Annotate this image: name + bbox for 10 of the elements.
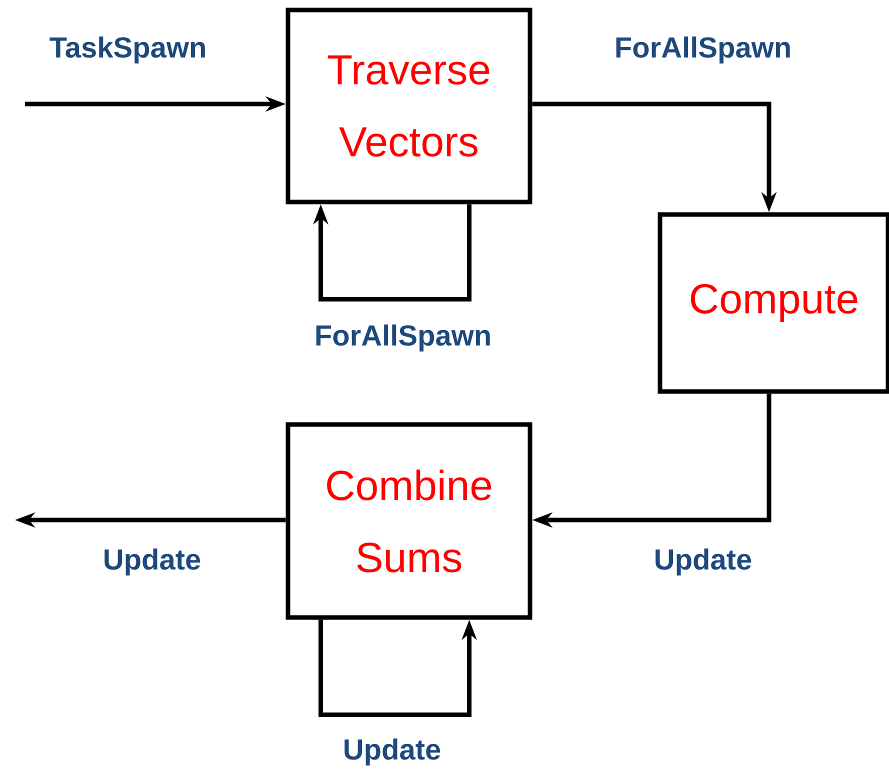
arrow	[313, 204, 472, 302]
process-box: Traverse Vectors	[286, 8, 532, 204]
edge-label: Update	[652, 547, 754, 576]
edge-label: Update	[102, 547, 202, 576]
process-box: Compute	[658, 212, 889, 394]
edge-label: Update	[342, 737, 442, 766]
process-box: Combine Sums	[286, 422, 532, 620]
edge-label: ForAllSpawn	[613, 35, 793, 64]
edge-label: TaskSpawn	[48, 35, 208, 64]
edge-label: ForAllSpawn	[313, 323, 493, 352]
